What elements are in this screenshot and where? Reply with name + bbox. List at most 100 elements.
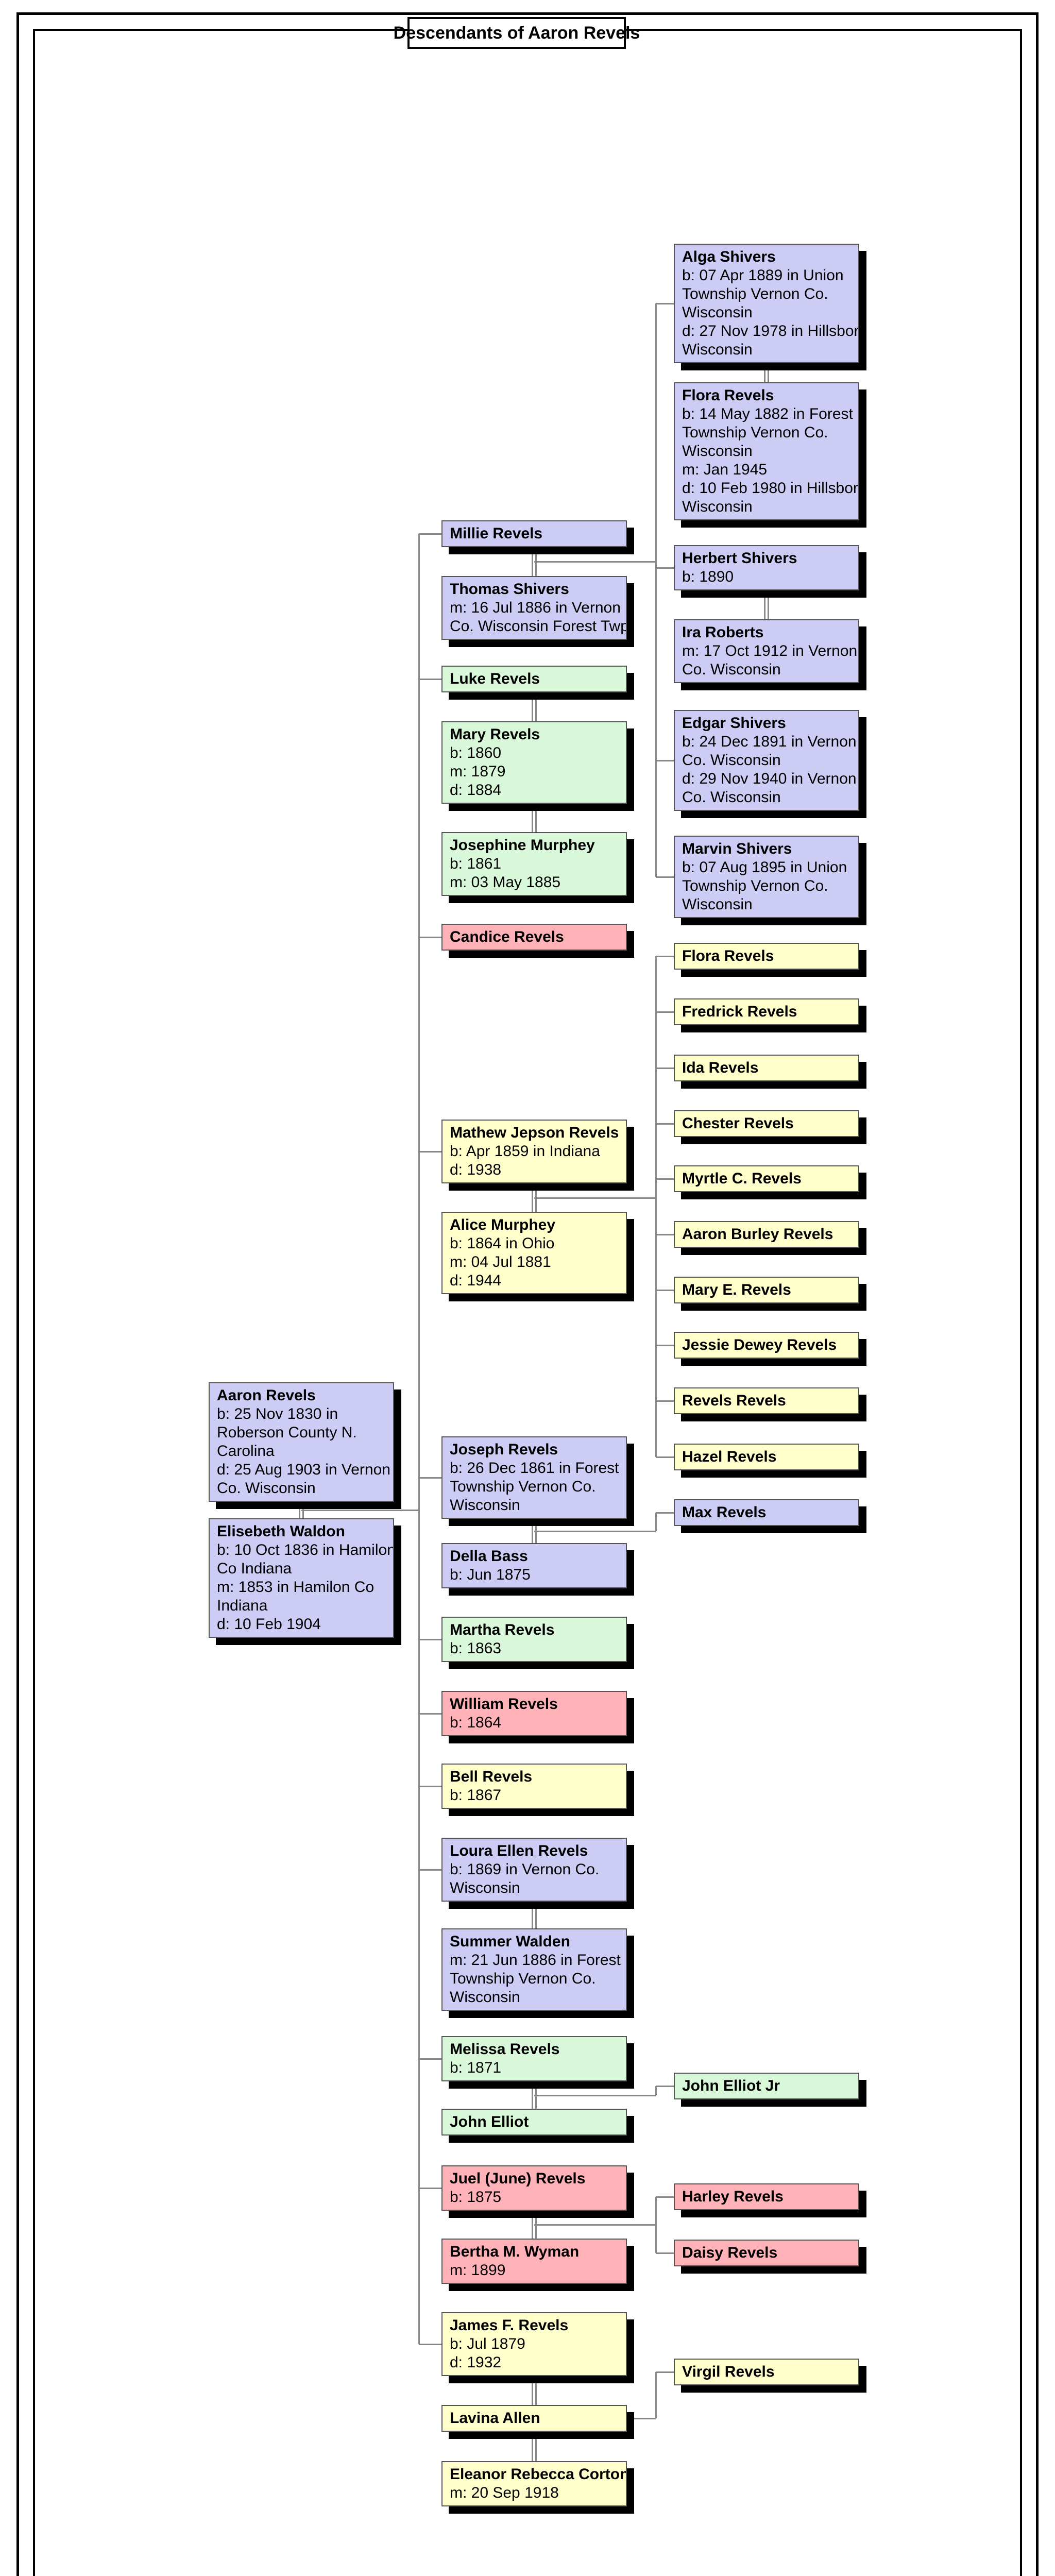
person-virgil-revels[interactable]: Virgil Revels	[674, 2359, 859, 2385]
connector-line	[656, 1345, 674, 1346]
person-name: Joseph Revels	[450, 1441, 558, 1458]
person-detail: Roberson County N.	[217, 1424, 357, 1441]
person-name: John Elliot Jr	[682, 2077, 780, 2094]
person-myrtle-c-revels[interactable]: Myrtle C. Revels	[674, 1165, 859, 1192]
person-ida-revels[interactable]: Ida Revels	[674, 1055, 859, 1081]
connector-line	[656, 1011, 674, 1013]
person-detail: Wisconsin	[450, 1989, 520, 2006]
connector-line	[534, 2095, 656, 2096]
person-hazel-revels[interactable]: Hazel Revels	[674, 1444, 859, 1470]
person-detail: d: 10 Feb 1980 in Hillsboro	[682, 480, 858, 497]
person-detail: Wisconsin	[450, 1497, 520, 1514]
person-detail: m: 03 May 1885	[450, 874, 561, 891]
person-revels-revels[interactable]: Revels Revels	[674, 1387, 859, 1414]
connector-line	[419, 533, 441, 535]
person-mary-e-revels[interactable]: Mary E. Revels	[674, 1277, 859, 1303]
person-detail: b: 26 Dec 1861 in Forest	[450, 1460, 619, 1477]
person-detail: Township Vernon Co.	[450, 1478, 596, 1495]
person-name: Lavina Allen	[450, 2410, 540, 2427]
connector-line	[419, 2058, 441, 2060]
person-detail: Co. Wisconsin	[682, 752, 781, 769]
person-name: John Elliot	[450, 2113, 529, 2130]
person-name: Elisebeth Waldon	[217, 1523, 345, 1540]
person-detail: b: 10 Oct 1836 in Hamilon	[217, 1541, 393, 1558]
chart-outer-border	[16, 12, 1039, 2576]
person-flora-revels[interactable]: Flora Revels	[674, 943, 859, 970]
person-aaron-burley-revels[interactable]: Aaron Burley Revels	[674, 1221, 859, 1248]
person-chester-revels[interactable]: Chester Revels	[674, 1110, 859, 1137]
marriage-line	[532, 547, 537, 576]
person-name: Candice Revels	[450, 928, 564, 945]
person-detail: m: 16 Jul 1886 in Vernon	[450, 599, 621, 616]
person-detail: b: 07 Aug 1895 in Union	[682, 859, 847, 876]
person-name: Myrtle C. Revels	[682, 1170, 802, 1187]
person-name: Revels Revels	[682, 1392, 786, 1409]
person-john-elliot[interactable]: John Elliot	[441, 2109, 627, 2136]
marriage-line	[532, 1183, 537, 1212]
connector-line	[656, 567, 674, 569]
person-detail: d: 1938	[450, 1161, 502, 1178]
person-detail: b: 1867	[450, 1787, 502, 1804]
person-lavina-allen[interactable]: Lavina Allen	[441, 2405, 627, 2432]
connector-line	[419, 937, 441, 938]
person-detail: Wisconsin	[682, 896, 753, 913]
person-detail: b: 1869 in Vernon Co.	[450, 1861, 600, 1878]
connector-line	[418, 534, 420, 2344]
person-daisy-revels[interactable]: Daisy Revels	[674, 2240, 859, 2266]
person-harley-revels[interactable]: Harley Revels	[674, 2183, 859, 2210]
person-name: Thomas Shivers	[450, 581, 569, 598]
person-john-elliot-jr[interactable]: John Elliot Jr	[674, 2073, 859, 2099]
person-candice-revels[interactable]: Candice Revels	[441, 924, 627, 951]
connector-line	[656, 1123, 674, 1125]
chart-title-box: Descendants of Aaron Revels	[394, 17, 640, 49]
person-detail: Co. Wisconsin	[217, 1480, 316, 1497]
person-fredrick-revels[interactable]: Fredrick Revels	[674, 998, 859, 1025]
person-detail: Co Indiana	[217, 1560, 292, 1577]
connector-line	[655, 303, 657, 877]
person-millie-revels[interactable]: Millie Revels	[441, 520, 627, 547]
person-name: Flora Revels	[682, 387, 774, 404]
connector-line	[656, 2196, 674, 2198]
person-jessie-dewey-revels[interactable]: Jessie Dewey Revels	[674, 1332, 859, 1359]
connector-line	[419, 1151, 441, 1153]
person-name: Jessie Dewey Revels	[682, 1336, 837, 1353]
person-detail: Co. Wisconsin Forest Twp	[450, 618, 626, 635]
person-luke-revels[interactable]: Luke Revels	[441, 666, 627, 692]
person-detail: Co. Wisconsin	[682, 661, 781, 678]
person-detail: b: 1860	[450, 744, 502, 761]
person-name: Aaron Revels	[217, 1387, 316, 1404]
connector-line	[301, 1510, 419, 1511]
person-name: Marvin Shivers	[682, 840, 792, 857]
marriage-line	[764, 363, 769, 382]
person-name: Della Bass	[450, 1548, 528, 1565]
person-detail: b: Jul 1879	[450, 2335, 525, 2352]
person-max-revels[interactable]: Max Revels	[674, 1499, 859, 1526]
person-name: Martha Revels	[450, 1621, 555, 1638]
person-name: Harley Revels	[682, 2188, 784, 2205]
